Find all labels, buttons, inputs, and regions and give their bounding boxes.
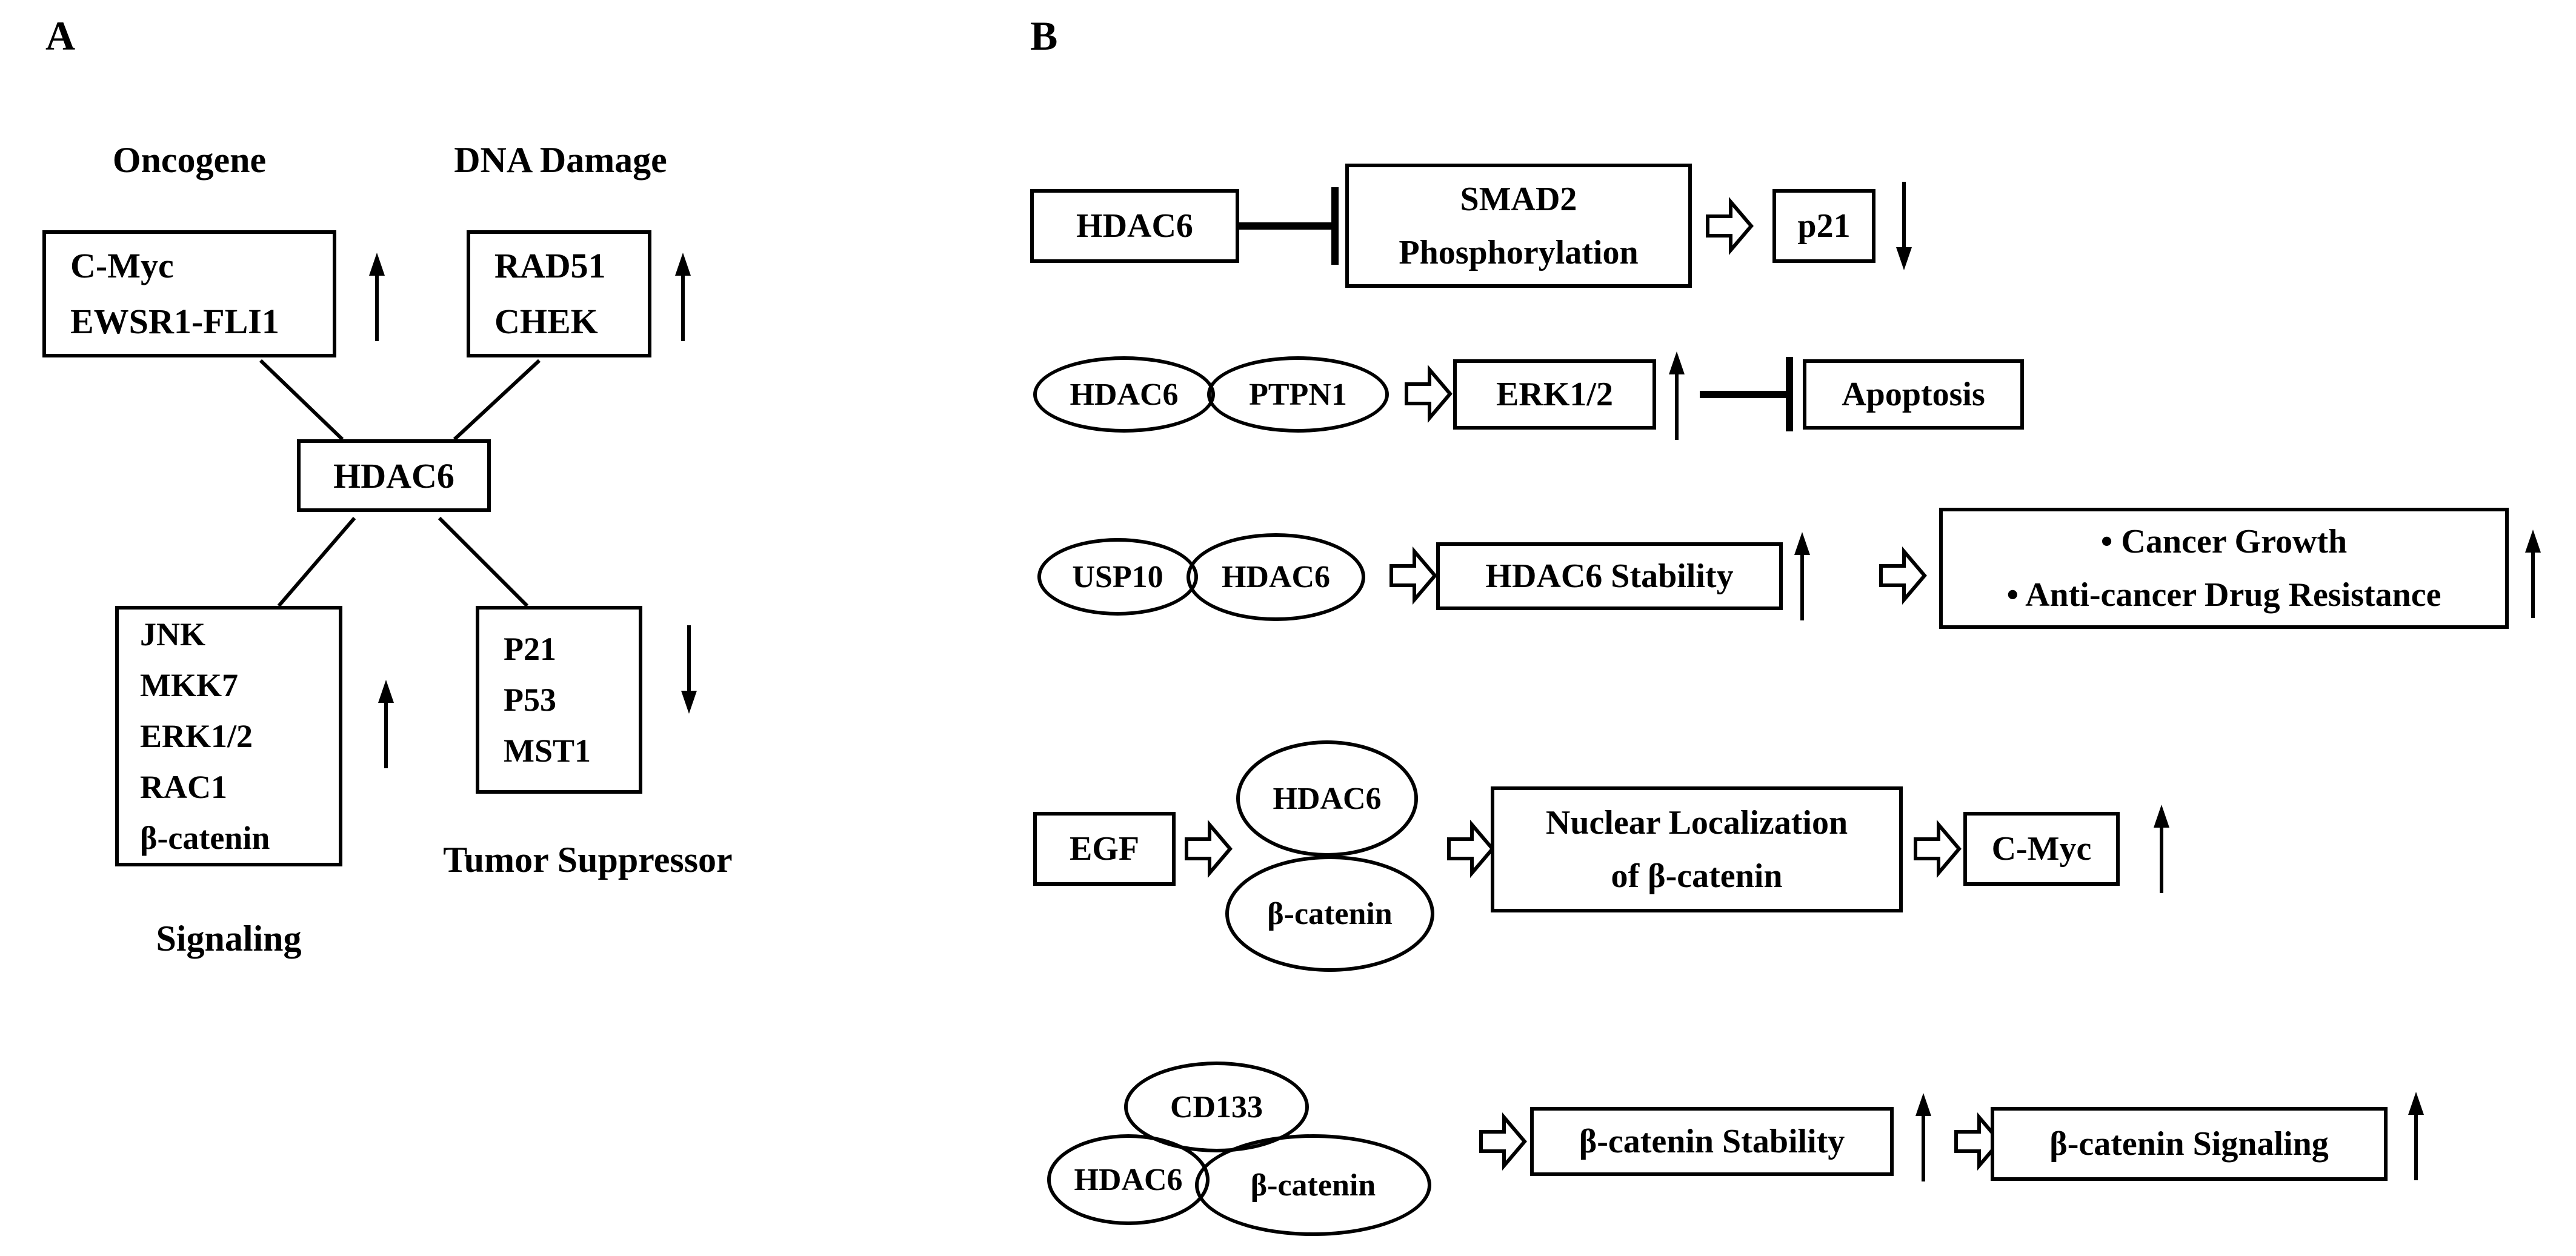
up-arrow-icon: [675, 253, 691, 341]
row3-outcome-line: • Anti-cancer Drug Resistance: [2006, 576, 2441, 614]
tumor-suppressor-box: P21 P53 MST1: [476, 606, 642, 794]
up-arrow-icon: [2408, 1092, 2424, 1180]
right-block-arrow-icon: [1447, 819, 1495, 879]
inhibition-bar-icon: [1239, 187, 1339, 265]
row5-bcatenin-label: β-catenin: [1250, 1168, 1376, 1203]
down-arrow-icon: [681, 625, 697, 714]
oncogene-title: Oncogene: [112, 140, 267, 180]
row1-process-line: Phosphorylation: [1399, 233, 1639, 271]
tumor-suppressor-item: P21: [504, 631, 556, 667]
right-block-arrow-icon: [1185, 819, 1233, 879]
up-arrow-icon: [1915, 1093, 1931, 1181]
panel-b-label: B: [1030, 13, 1058, 59]
up-arrow-icon: [2525, 530, 2541, 618]
row4-egf-label: EGF: [1069, 830, 1140, 868]
up-arrow-icon: [378, 680, 394, 768]
dna-damage-title: DNA Damage: [454, 140, 667, 180]
row5-hdac6-label: HDAC6: [1074, 1162, 1183, 1197]
row5-cd133-label: CD133: [1170, 1089, 1263, 1125]
signaling-item: JNK: [140, 616, 205, 653]
row1-hdac6-label: HDAC6: [1076, 207, 1193, 245]
row1-smad2-box: SMAD2 Phosphorylation: [1345, 164, 1692, 288]
hdac6-hub-box: HDAC6: [297, 439, 491, 512]
row2-erk-label: ERK1/2: [1496, 376, 1613, 413]
up-arrow-icon: [1794, 532, 1810, 620]
row5-signaling-label: β-catenin Signaling: [2049, 1125, 2329, 1163]
row4-cmyc-label: C-Myc: [1991, 830, 2092, 868]
tumor-suppressor-item: P53: [504, 682, 556, 718]
row3-stability-label: HDAC6 Stability: [1485, 557, 1734, 595]
row4-bcatenin-ellipse: β-catenin: [1225, 856, 1434, 972]
row3-outcome-line: • Cancer Growth: [2100, 523, 2348, 560]
connector-lines: [259, 359, 541, 608]
hdac6-hub-label: HDAC6: [333, 456, 454, 496]
up-arrow-icon: [369, 253, 385, 341]
signaling-item: β-catenin: [140, 820, 270, 856]
row1-p21-box: p21: [1772, 189, 1875, 263]
row5-bcatenin-ellipse: β-catenin: [1195, 1134, 1431, 1236]
row3-stability-box: HDAC6 Stability: [1436, 542, 1783, 610]
right-block-arrow-icon: [1706, 196, 1754, 256]
connector-dnadamage-hub: [453, 359, 541, 441]
dna-damage-box: RAD51 CHEK: [467, 230, 651, 357]
row1-process-line: SMAD2: [1460, 180, 1577, 218]
signaling-box: JNK MKK7 ERK1/2 RAC1 β-catenin: [115, 606, 342, 866]
row2-ptpn1-ellipse: PTPN1: [1207, 356, 1389, 433]
row4-bcatenin-label: β-catenin: [1267, 896, 1393, 931]
up-arrow-icon: [1669, 351, 1685, 440]
row4-hdac6-ellipse: HDAC6: [1236, 740, 1418, 857]
tumor-suppressor-title: Tumor Suppressor: [443, 840, 733, 880]
row1-hdac6-box: HDAC6: [1030, 189, 1239, 263]
right-block-arrow-icon: [1405, 364, 1453, 424]
row5-stability-label: β-catenin Stability: [1579, 1123, 1845, 1160]
down-arrow-icon: [1896, 182, 1912, 270]
oncogene-box: C-Myc EWSR1-FLI1: [42, 230, 336, 357]
row1-p21-label: p21: [1797, 207, 1851, 245]
row4-cmyc-box: C-Myc: [1963, 812, 2120, 886]
right-block-arrow-icon: [1479, 1112, 1527, 1171]
signaling-item: RAC1: [140, 769, 227, 805]
row5-hdac6-ellipse: HDAC6: [1047, 1134, 1210, 1225]
row2-ptpn1-label: PTPN1: [1249, 377, 1347, 412]
inhibition-bar-icon: [1700, 357, 1793, 431]
signaling-item: ERK1/2: [140, 718, 253, 754]
up-arrow-icon: [2154, 805, 2169, 893]
row5-cd133-ellipse: CD133: [1124, 1062, 1309, 1152]
signaling-title: Signaling: [156, 919, 302, 959]
signaling-item: MKK7: [140, 667, 238, 703]
row2-apoptosis-label: Apoptosis: [1842, 376, 1985, 413]
row2-erk-box: ERK1/2: [1453, 359, 1656, 430]
connector-oncogene-hub: [259, 359, 344, 441]
row4-egf-box: EGF: [1033, 812, 1176, 886]
tumor-suppressor-item: MST1: [504, 733, 591, 769]
row3-usp10-label: USP10: [1072, 559, 1163, 594]
connector-hub-signaling: [277, 517, 356, 607]
row4-hdac6-label: HDAC6: [1273, 781, 1382, 816]
row4-nuclear-localization-box: Nuclear Localization of β-catenin: [1491, 786, 1903, 912]
right-block-arrow-icon: [1390, 546, 1437, 605]
panel-a-label: A: [45, 13, 76, 59]
right-block-arrow-icon: [1879, 546, 1927, 605]
row3-hdac6-label: HDAC6: [1221, 560, 1331, 594]
row2-apoptosis-box: Apoptosis: [1803, 359, 2024, 430]
oncogene-item: C-Myc: [70, 246, 174, 285]
row5-bcatenin-signaling-box: β-catenin Signaling: [1991, 1107, 2388, 1181]
connector-hub-suppressor: [438, 516, 529, 608]
oncogene-item: EWSR1-FLI1: [70, 302, 279, 341]
right-block-arrow-icon: [1914, 819, 1962, 879]
row4-effect-line: of β-catenin: [1611, 857, 1783, 895]
row5-bcatenin-stability-box: β-catenin Stability: [1530, 1107, 1894, 1176]
row3-outcomes-box: • Cancer Growth • Anti-cancer Drug Resis…: [1939, 508, 2509, 629]
row4-effect-line: Nuclear Localization: [1545, 804, 1848, 842]
dna-damage-item: CHEK: [494, 302, 598, 341]
row2-hdac6-label: HDAC6: [1070, 377, 1179, 412]
row2-hdac6-ellipse: HDAC6: [1033, 356, 1215, 433]
right-block-arrow-icon: [1954, 1112, 2002, 1171]
dna-damage-item: RAD51: [494, 246, 606, 285]
row3-hdac6-ellipse: HDAC6: [1186, 533, 1365, 621]
row3-usp10-ellipse: USP10: [1037, 538, 1198, 616]
